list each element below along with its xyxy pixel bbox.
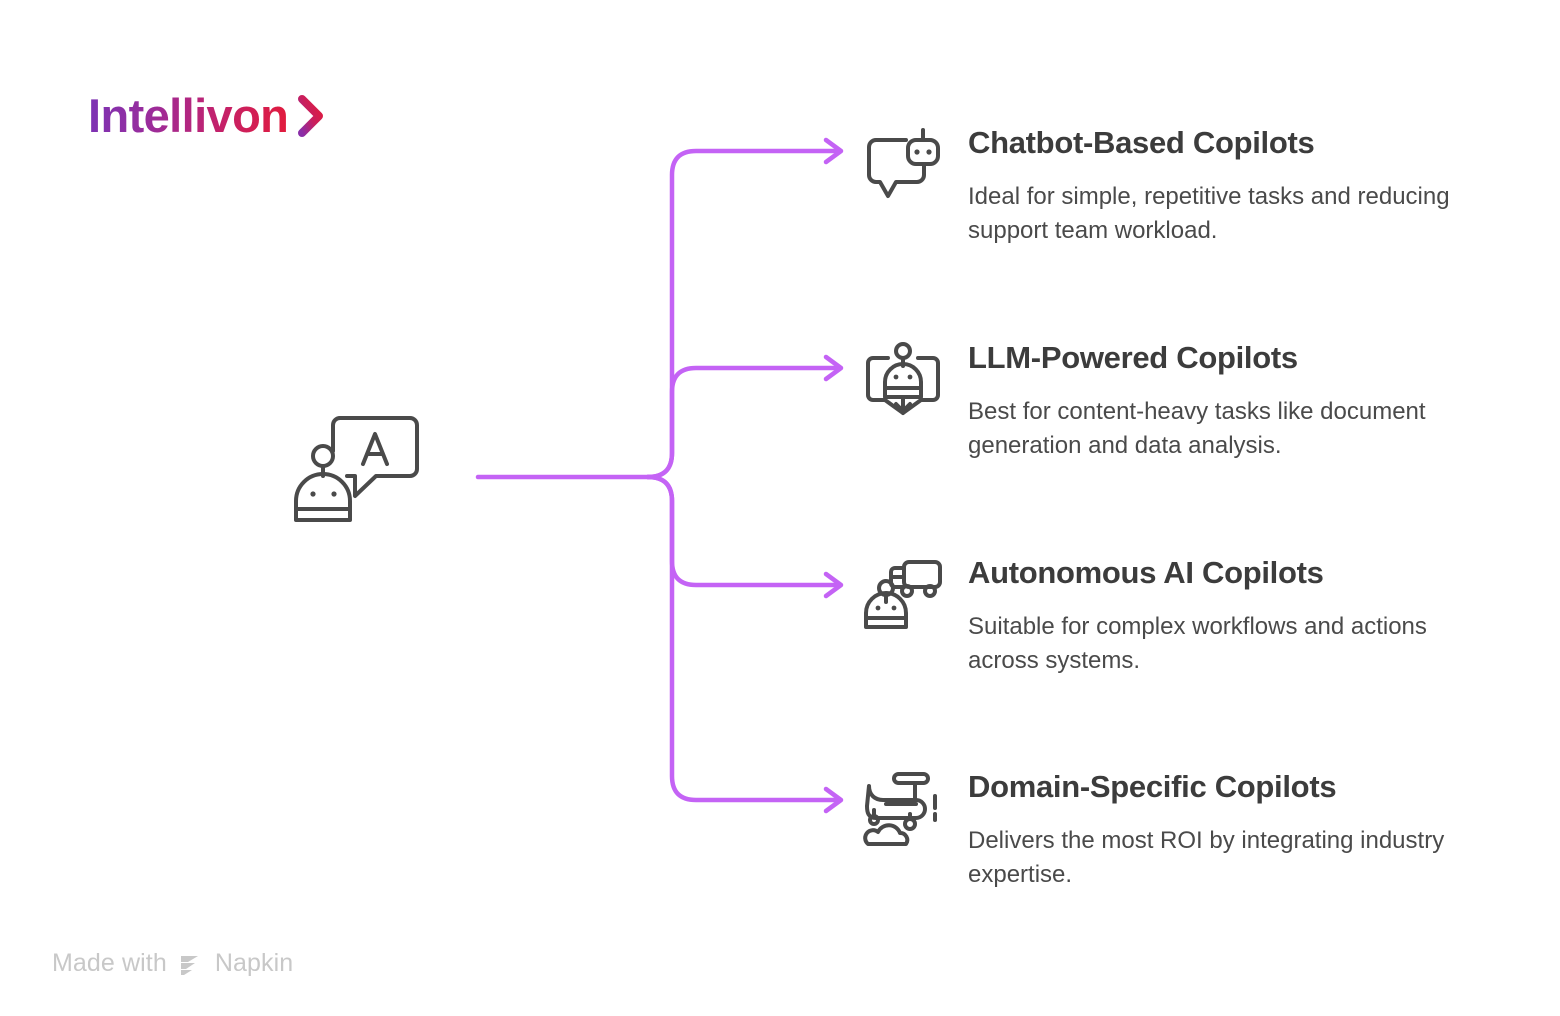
arrowhead-3 — [823, 571, 844, 599]
branch-title: Chatbot-Based Copilots — [968, 125, 1315, 160]
chevron-right-icon — [298, 94, 324, 137]
branch-title: LLM-Powered Copilots — [968, 340, 1298, 375]
branch-description: Ideal for simple, repetitive tasks and r… — [968, 183, 1450, 245]
chat-bubble-robot-icon — [867, 128, 940, 198]
branch-text-block: LLM-Powered Copilots Best for content-he… — [968, 340, 1488, 463]
branch-text-block: Autonomous AI Copilots Suitable for comp… — [968, 555, 1488, 678]
book-robot-icon — [866, 342, 940, 415]
connector-branch-2 — [645, 365, 839, 480]
connector-branch-1 — [645, 148, 839, 480]
branch-description: Suitable for complex workflows and actio… — [968, 613, 1427, 675]
branch-title: Domain-Specific Copilots — [968, 769, 1337, 804]
arrowhead-4 — [823, 786, 844, 814]
branch-description: Delivers the most ROI by integrating ind… — [968, 827, 1445, 889]
napkin-watermark: Made with Napkin — [52, 949, 293, 978]
arrowhead-2 — [823, 354, 844, 382]
robot-delivery-truck-icon — [864, 560, 942, 629]
robot-with-speech-bubble-icon — [294, 416, 419, 522]
branch-description: Best for content-heavy tasks like docume… — [968, 398, 1426, 460]
brand-logo: Intellivon — [88, 92, 326, 139]
connector-branch-4 — [645, 474, 839, 803]
branch-text-block: Chatbot-Based Copilots Ideal for simple,… — [968, 125, 1488, 248]
branch-title: Autonomous AI Copilots — [968, 555, 1324, 590]
connector-branch-3 — [645, 474, 839, 588]
airplane-cloud-icon — [863, 772, 937, 846]
brand-wordmark: Intellivon — [88, 89, 289, 142]
napkin-product-name: Napkin — [214, 949, 294, 977]
branch-text-block: Domain-Specific Copilots Delivers the mo… — [968, 769, 1488, 892]
arrowhead-1 — [823, 137, 844, 165]
made-with-label: Made with — [52, 949, 167, 977]
napkin-logo-icon — [180, 955, 198, 975]
